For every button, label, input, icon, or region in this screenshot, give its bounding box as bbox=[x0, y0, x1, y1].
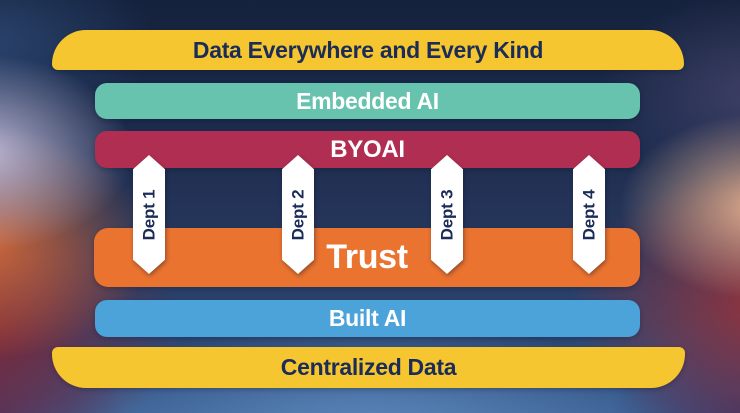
layer-embedded-ai: Embedded AI bbox=[95, 83, 640, 119]
layer-trust: Trust bbox=[94, 228, 640, 287]
layer-embedded-ai-label: Embedded AI bbox=[296, 87, 439, 114]
layer-trust-label: Trust bbox=[326, 238, 408, 276]
layer-byoai: BYOAI bbox=[95, 131, 640, 168]
layer-built-ai-label: Built AI bbox=[328, 305, 407, 331]
dept-4-arrow: Dept 4 bbox=[573, 155, 605, 274]
double-headed-arrow-icon: Dept 2 bbox=[282, 155, 314, 274]
layer-centralized-data-label: Centralized Data bbox=[280, 354, 457, 380]
dept-1-label: Dept 1 bbox=[139, 189, 159, 240]
dept-3-arrow: Dept 3 bbox=[431, 155, 463, 274]
dept-1-arrow: Dept 1 bbox=[133, 155, 165, 274]
double-headed-arrow-icon: Dept 1 bbox=[133, 155, 165, 274]
layer-built-ai: Built AI bbox=[95, 300, 640, 337]
double-headed-arrow-icon: Dept 3 bbox=[431, 155, 463, 274]
layer-centralized-data: Centralized Data bbox=[52, 347, 685, 388]
layer-byoai-label: BYOAI bbox=[330, 135, 405, 163]
double-headed-arrow-icon: Dept 4 bbox=[573, 155, 605, 274]
dept-2-arrow: Dept 2 bbox=[282, 155, 314, 274]
dept-2-label: Dept 2 bbox=[288, 189, 308, 240]
layer-data-everywhere-label: Data Everywhere and Every Kind bbox=[192, 36, 544, 63]
dept-3-label: Dept 3 bbox=[437, 189, 457, 240]
layer-data-everywhere: Data Everywhere and Every Kind bbox=[52, 30, 684, 70]
dept-4-label: Dept 4 bbox=[579, 189, 599, 240]
